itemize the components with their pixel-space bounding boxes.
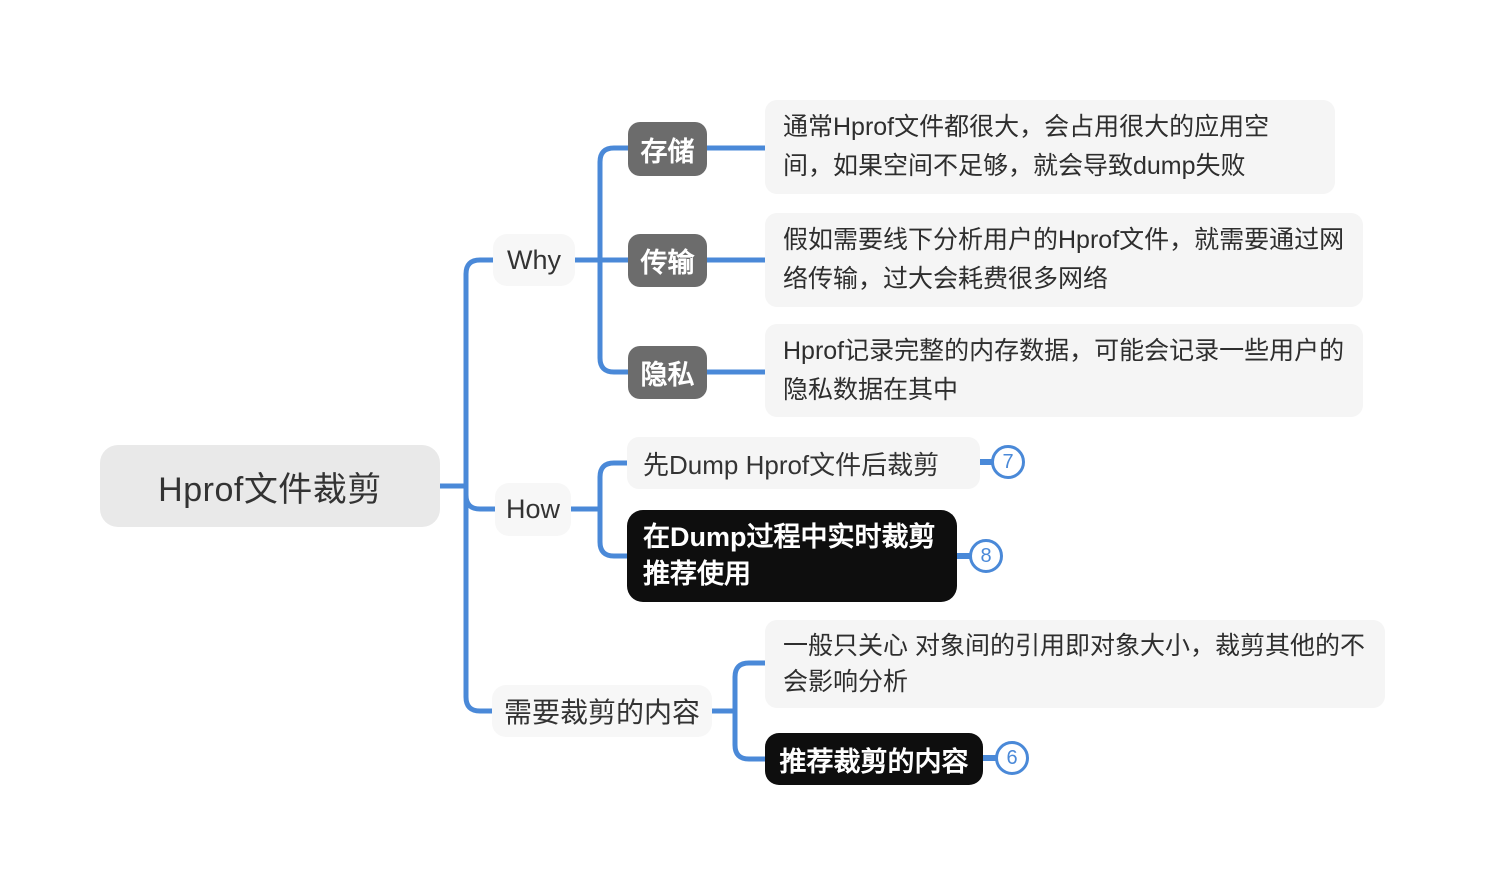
note-node-storage[interactable]: 通常Hprof文件都很大，会占用很大的应用空间，如果空间不足够，就会导致dump… xyxy=(765,100,1335,194)
tag-node-privacy[interactable]: 隐私 xyxy=(628,346,707,399)
tag-node-storage[interactable]: 存储 xyxy=(628,122,707,176)
connector-why-privacy xyxy=(597,257,768,375)
root-node-hprof-trim[interactable]: Hprof文件裁剪 xyxy=(100,445,440,527)
connector-why-storage xyxy=(597,145,768,263)
connector-need-child1 xyxy=(732,660,768,714)
connector-need-child2 xyxy=(732,708,768,762)
node-recommended-trim-content[interactable]: 推荐裁剪的内容 xyxy=(765,733,983,785)
connector-trunk-why xyxy=(463,257,496,489)
note-node-trim-scope[interactable]: 一般只关心 对象间的引用即对象大小，裁剪其他的不会影响分析 xyxy=(765,620,1385,708)
connector-trunk-need xyxy=(463,483,495,714)
badge-circle-8[interactable]: 8 xyxy=(969,539,1003,573)
tag-node-transfer[interactable]: 传输 xyxy=(628,234,707,287)
note-node-transfer[interactable]: 假如需要线下分析用户的Hprof文件，就需要通过网络传输，过大会耗费很多网络 xyxy=(765,213,1363,307)
badge-circle-7[interactable]: 7 xyxy=(991,445,1025,479)
note-node-privacy[interactable]: Hprof记录完整的内存数据，可能会记录一些用户的隐私数据在其中 xyxy=(765,324,1363,417)
connector-how-child2 xyxy=(597,506,630,559)
badge-circle-6[interactable]: 6 xyxy=(995,741,1029,775)
branch-node-how[interactable]: How xyxy=(495,483,571,536)
node-trim-while-dump-recommended[interactable]: 在Dump过程中实时裁剪 推荐使用 xyxy=(627,510,957,602)
branch-node-content-to-trim[interactable]: 需要裁剪的内容 xyxy=(492,685,712,737)
connector-how-child1 xyxy=(597,460,630,512)
connector-trunk-how xyxy=(463,483,498,512)
branch-node-why[interactable]: Why xyxy=(493,234,575,286)
node-dump-then-trim[interactable]: 先Dump Hprof文件后裁剪 xyxy=(627,437,980,489)
